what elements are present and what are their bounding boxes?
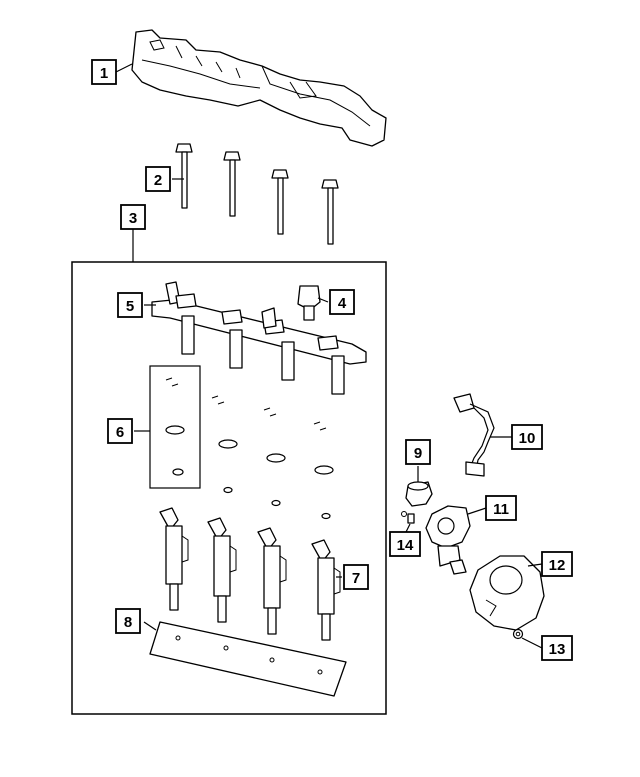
injector-gasket-strip [149,621,347,697]
fuel-rail-bolt [321,179,339,245]
callout-1: 1 [91,59,117,85]
callout-7: 7 [343,564,369,590]
callout-label: 14 [397,537,414,554]
fuel-rail-bolt [175,143,193,209]
callout-label: 4 [338,295,347,312]
callout-label: 13 [549,641,566,658]
fuel-rail [151,281,367,395]
fuel-rail-kit-frame [71,261,387,715]
callout-label: 12 [549,557,566,574]
callout-label: 7 [352,570,360,587]
callout-label: 8 [124,614,132,631]
fuel-rail-bolt [223,151,241,217]
fuel-pump-insulator [469,555,545,631]
fuel-injector [159,507,189,611]
callout-12: 12 [541,551,573,577]
fuel-rail-cover [131,29,387,147]
callout-11: 11 [485,495,517,521]
callout-9: 9 [405,439,431,465]
callout-8: 8 [115,608,141,634]
callout-10: 10 [511,424,543,450]
callout-2: 2 [145,166,171,192]
fuel-pump-cap [405,481,433,507]
fuel-supply-line [453,393,495,477]
callout-label: 6 [116,424,124,441]
high-pressure-fuel-pump [425,505,471,575]
o-ring-kit [149,365,334,520]
callout-label: 3 [129,210,137,227]
fuel-pressure-sensor [297,285,321,321]
callout-14: 14 [389,531,421,557]
callout-5: 5 [117,292,143,318]
callout-13: 13 [541,635,573,661]
callout-label: 9 [414,445,422,462]
fuel-injector-group [159,507,341,641]
callout-3: 3 [120,204,146,230]
pump-fitting [401,511,415,524]
callout-6: 6 [107,418,133,444]
fuel-injector [207,517,237,623]
callout-label: 10 [519,430,536,447]
leader-lines [115,63,543,649]
callout-4: 4 [329,289,355,315]
pump-nut [512,628,524,640]
callout-label: 2 [154,172,162,189]
callout-label: 11 [493,501,509,518]
fuel-rail-bolt-group [175,143,339,245]
callout-label: 1 [100,65,108,82]
callout-label: 5 [126,298,134,315]
fuel-injector [311,539,341,641]
fuel-rail-bolt [271,169,289,235]
fuel-injector [257,527,287,635]
